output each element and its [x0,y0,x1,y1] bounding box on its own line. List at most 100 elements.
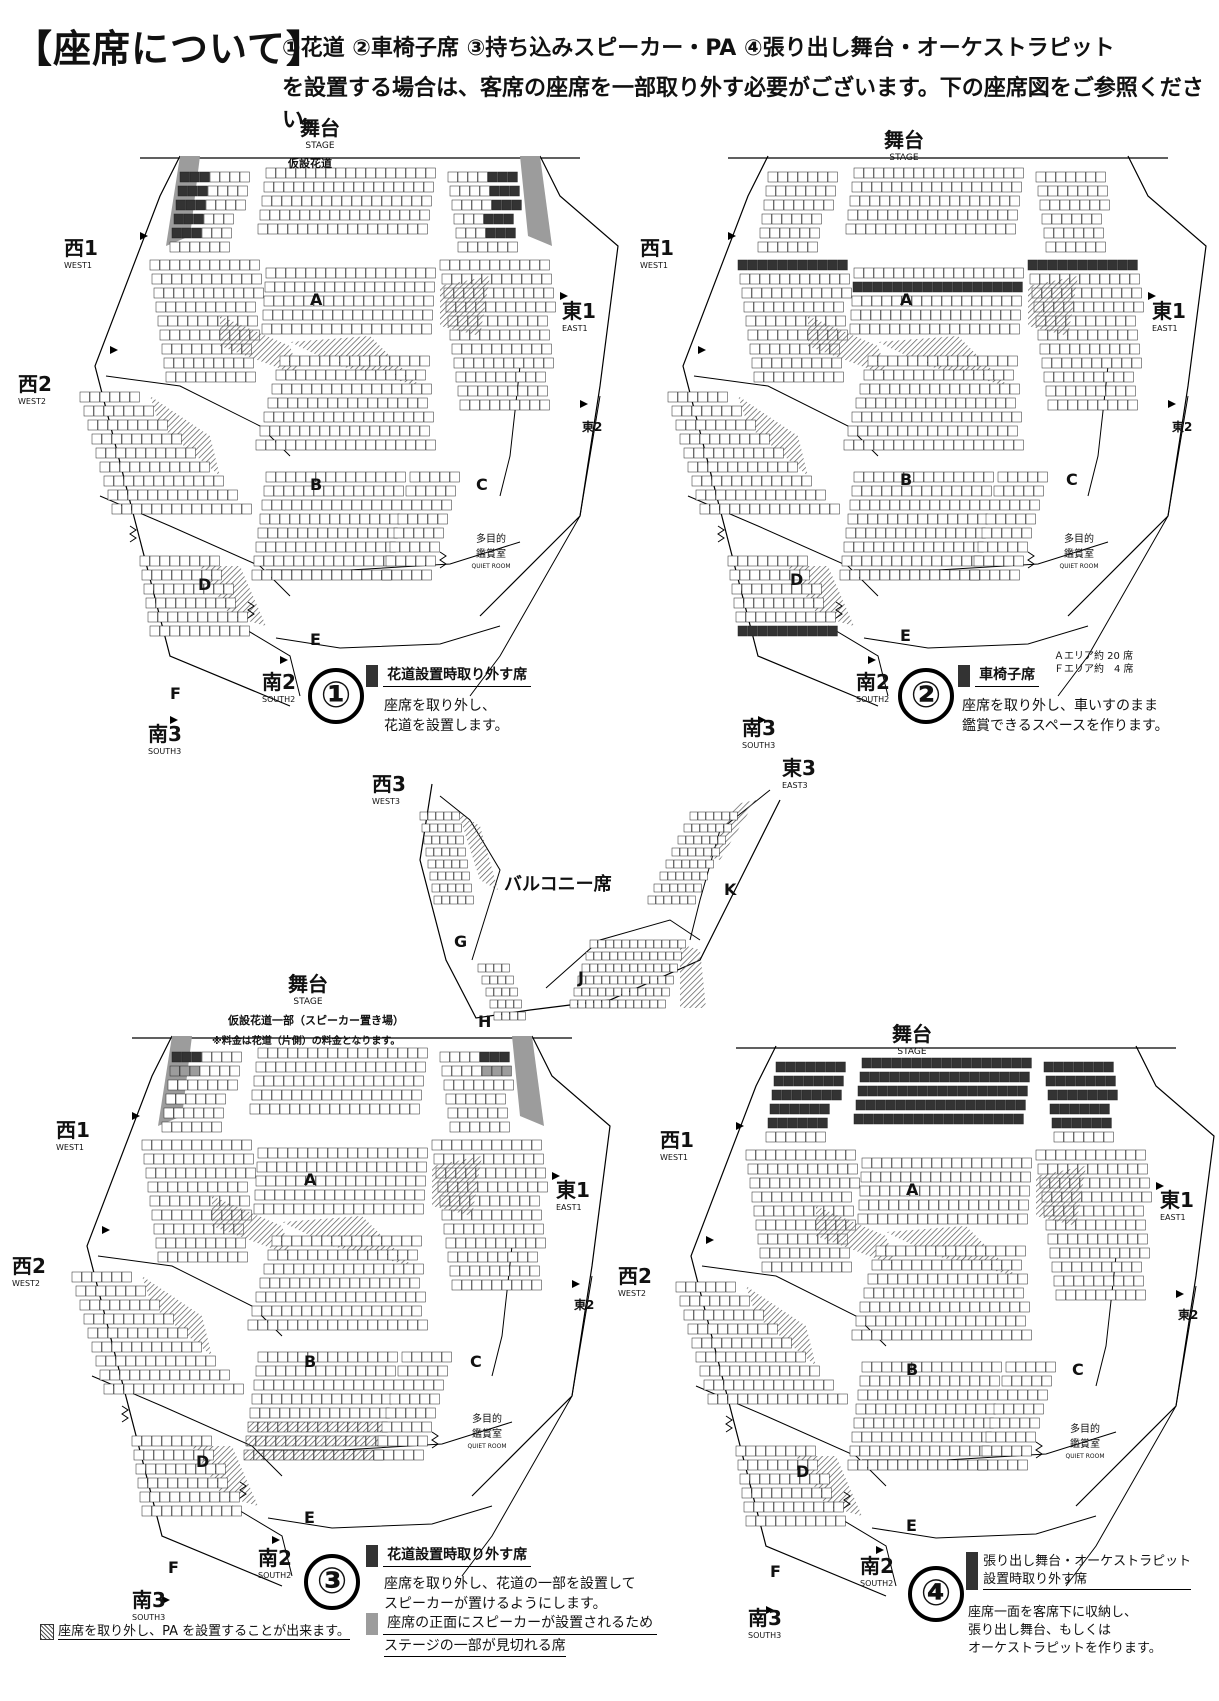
seat [973,1417,984,1429]
seat [815,1515,826,1527]
seat [407,223,418,235]
seat [977,541,988,553]
seat [953,267,964,279]
seat [279,209,290,221]
seat [1073,1131,1084,1143]
seat [133,1383,144,1395]
seat [569,999,578,1009]
panel1-number: ① [308,668,364,724]
panel4-note-desc: 座席一面を客席下に収納し、張り出し舞台、もしくはオーケストラピットを作ります。 [968,1605,1162,1656]
seat [111,1271,122,1283]
seat [147,419,158,431]
seat [371,1235,382,1247]
seat [395,167,406,179]
seat [193,1223,204,1235]
seat [933,439,944,451]
seat [813,371,824,383]
seat [763,301,774,313]
seat [777,241,788,253]
seat [119,461,130,473]
seat [199,241,210,253]
seat [739,433,750,445]
seat [879,323,890,335]
seat [415,1175,426,1187]
seat [855,1099,866,1111]
hall-plan [675,1045,1215,1614]
seat [773,1379,784,1391]
arrow-icon [110,346,118,354]
seat [325,1061,336,1073]
seat [517,315,528,327]
seat [979,499,990,511]
seat [404,281,415,293]
seat [1001,1375,1012,1387]
seat [287,1147,298,1159]
seat [339,1103,350,1115]
seat [323,1075,334,1087]
seat [219,1369,230,1381]
seat [901,1431,912,1443]
seat [175,447,186,459]
seat [509,399,520,411]
seat [777,329,788,341]
seat [365,267,376,279]
seat [311,499,322,511]
seat [890,1171,901,1183]
seat [505,1237,516,1249]
seat [930,309,941,321]
seat [1027,471,1038,483]
seat [775,185,786,197]
seat [581,963,590,973]
seat [331,383,342,395]
seat [275,1291,286,1303]
seat [183,213,194,225]
seat [645,963,654,973]
seat [469,1265,480,1277]
seat [797,1233,808,1245]
seat [483,1223,494,1235]
seat [1057,259,1068,271]
seat [521,1209,532,1221]
seat [863,369,874,381]
seat [881,485,892,497]
seat [303,1263,314,1275]
seat [131,1435,142,1447]
seat [1081,1191,1092,1203]
seat [819,1473,830,1485]
seat [509,1195,520,1207]
seat [353,181,364,193]
seat [274,1189,285,1201]
seat [931,1361,942,1373]
seat [897,513,908,525]
seat [503,1223,514,1235]
seat [189,1195,200,1207]
seat [1059,1247,1070,1259]
seat [913,471,924,483]
seat [931,1259,942,1271]
seat [977,1085,988,1097]
seat [485,1093,496,1105]
seat [169,555,180,567]
seat [205,597,216,609]
seat [969,383,980,395]
arrow-icon [1156,1182,1164,1190]
seat [501,273,512,285]
seat [867,209,878,221]
seat [787,329,798,341]
seat [515,301,526,313]
seat [171,1505,182,1517]
seat [221,1139,232,1151]
seat [286,1161,297,1173]
seat [427,513,438,525]
seat [1011,1329,1022,1341]
seat [332,309,343,321]
seat [1111,287,1122,299]
seat [179,259,190,271]
seat [889,383,900,395]
seat [213,1107,224,1119]
seat [295,1365,306,1377]
seat [343,295,354,307]
arrow-icon [102,1226,110,1234]
seat [233,357,244,369]
seat [157,1477,168,1489]
